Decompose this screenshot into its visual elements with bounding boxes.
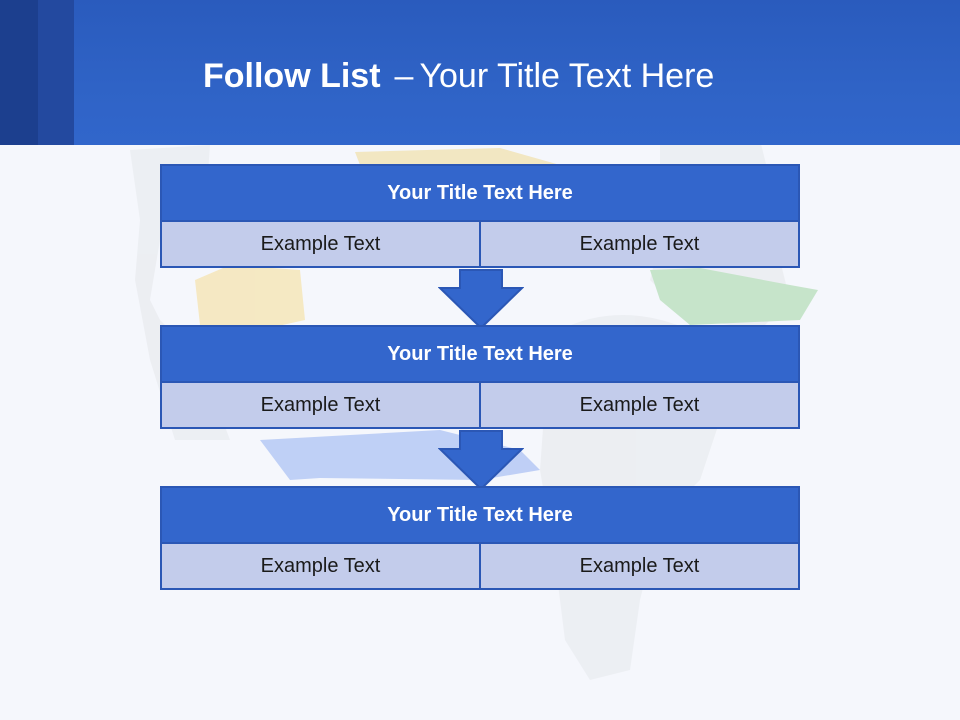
- flow-box-1[interactable]: Your Title Text Here Example Text Exampl…: [160, 164, 800, 268]
- header-band: Follow List–Your Title Text Here: [0, 0, 960, 145]
- slide-title[interactable]: Follow List–Your Title Text Here: [203, 54, 714, 98]
- flow-box-cell-right[interactable]: Example Text: [481, 222, 798, 266]
- flow-box-2[interactable]: Your Title Text Here Example Text Exampl…: [160, 325, 800, 429]
- flow-box-3[interactable]: Your Title Text Here Example Text Exampl…: [160, 486, 800, 590]
- down-arrow-icon: [438, 269, 524, 330]
- slide-title-rest: Your Title Text Here: [419, 57, 715, 95]
- flow-box-cell-right[interactable]: Example Text: [481, 383, 798, 427]
- cycle-arrow-green: [650, 268, 818, 325]
- flow-box-cell-right[interactable]: Example Text: [481, 544, 798, 588]
- down-arrow-icon: [438, 430, 524, 491]
- header-stripe-dark: [0, 0, 38, 145]
- cycle-arrow-yellow-left: [195, 265, 305, 330]
- flow-box-title[interactable]: Your Title Text Here: [162, 166, 798, 220]
- slide-title-dash: –: [394, 57, 414, 95]
- flow-box-cell-left[interactable]: Example Text: [162, 544, 479, 588]
- flow-box-cell-left[interactable]: Example Text: [162, 383, 479, 427]
- flow-box-cell-left[interactable]: Example Text: [162, 222, 479, 266]
- flow-box-title[interactable]: Your Title Text Here: [162, 488, 798, 542]
- slide-title-bold: Follow List: [203, 57, 381, 95]
- flow-box-title[interactable]: Your Title Text Here: [162, 327, 798, 381]
- header-stripe-mid: [38, 0, 74, 145]
